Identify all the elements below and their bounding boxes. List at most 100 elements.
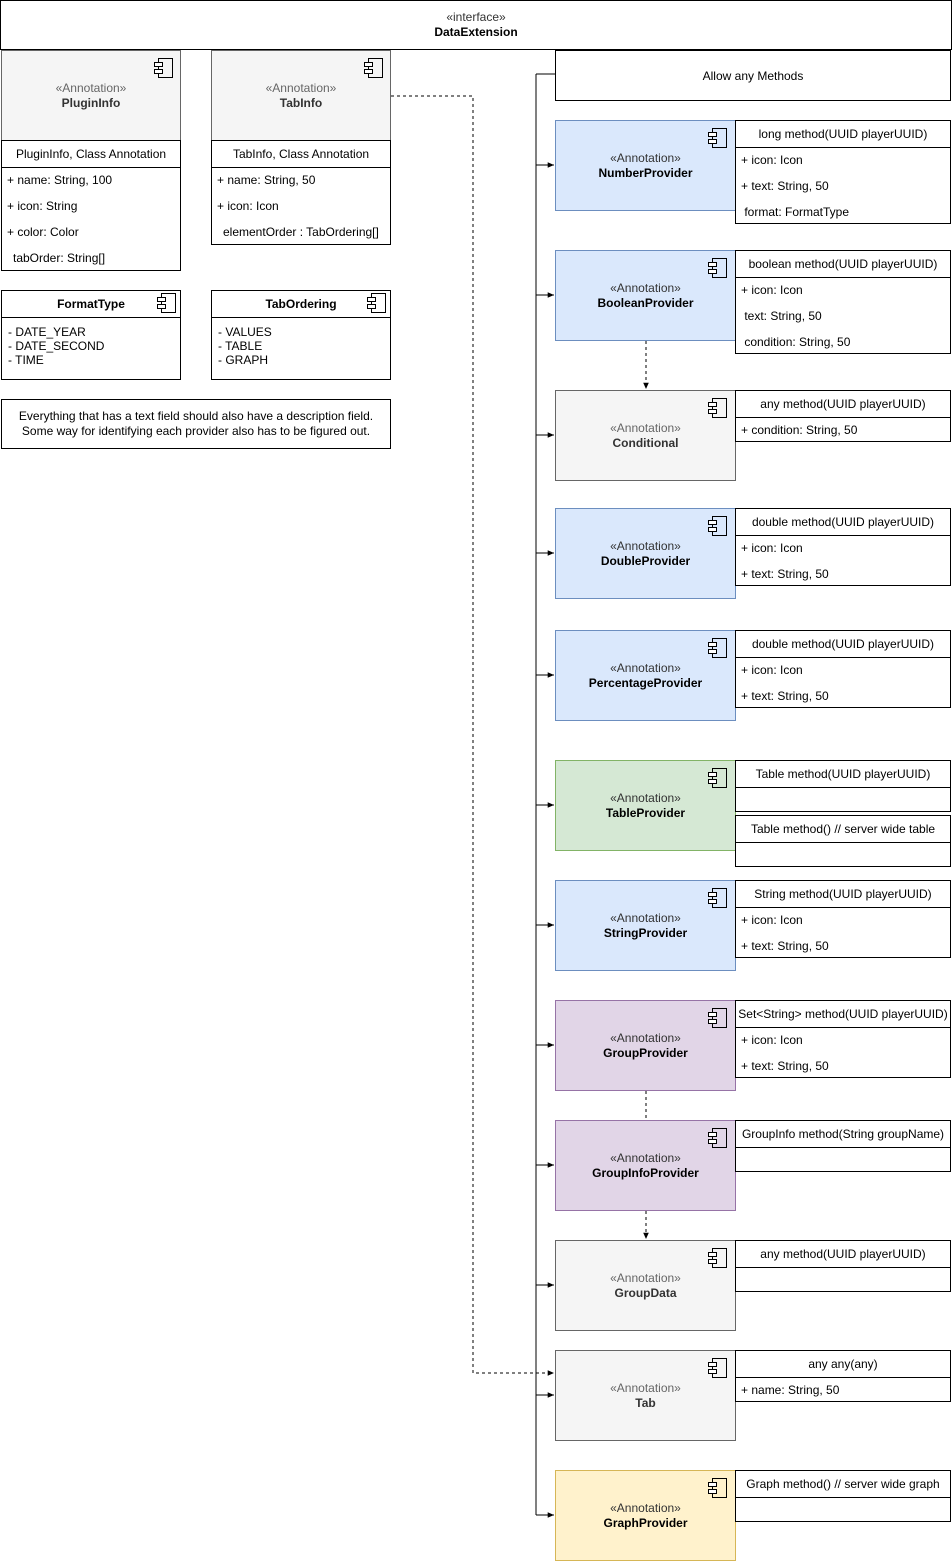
provider-field: + icon: Icon <box>741 153 803 167</box>
graph-provider-component[interactable]: «Annotation»GraphProvider <box>555 1470 736 1561</box>
provider-stereotype: «Annotation» <box>610 1380 681 1395</box>
tabinfo-class[interactable]: TabInfo, Class Annotation + name: String… <box>211 140 391 245</box>
tab-class[interactable]: any any(any) + name: String, 50 <box>735 1350 951 1402</box>
component-icon <box>708 1128 728 1148</box>
tab-component[interactable]: «Annotation»Tab <box>555 1350 736 1441</box>
string-provider-class[interactable]: String method(UUID playerUUID)+ icon: Ic… <box>735 880 951 958</box>
provider-field: format: FormatType <box>741 205 850 219</box>
provider-name: BooleanProvider <box>597 295 694 310</box>
note-box[interactable]: Everything that has a text field should … <box>1 399 391 449</box>
provider-method: boolean method(UUID playerUUID) <box>748 257 938 271</box>
allow-any-methods-box[interactable]: Allow any Methods <box>555 50 951 101</box>
formattype-value: - DATE_SECOND <box>8 339 105 353</box>
provider-method: String method(UUID playerUUID) <box>754 887 932 901</box>
plugininfo-field: + name: String, 100 <box>7 173 113 187</box>
provider-stereotype: «Annotation» <box>610 150 681 165</box>
provider-name: GroupData <box>614 1285 677 1300</box>
tabinfo-field: + name: String, 50 <box>217 173 316 187</box>
group-info-provider-component[interactable]: «Annotation»GroupInfoProvider <box>555 1120 736 1211</box>
provider-method: double method(UUID playerUUID) <box>751 515 935 529</box>
plugininfo-name: PluginInfo <box>61 95 121 110</box>
provider-field: + icon: Icon <box>741 663 803 677</box>
provider-method: Graph method() // server wide graph <box>746 1477 940 1491</box>
provider-field: + name: String, 50 <box>741 1383 840 1397</box>
group-provider-class[interactable]: Set<String> method(UUID playerUUID) + ico… <box>735 1000 951 1078</box>
interface-name: DataExtension <box>434 25 518 39</box>
provider-field: + icon: Icon <box>741 1033 803 1047</box>
interface-stereotype: «interface» <box>446 10 506 24</box>
graph-provider-class[interactable]: Graph method() // server wide graph <box>735 1470 951 1522</box>
provider-method: double method(UUID playerUUID) <box>751 637 935 651</box>
formattype-name: FormatType <box>57 297 125 311</box>
tabordering-name: TabOrdering <box>265 297 337 311</box>
component-icon <box>708 1008 728 1028</box>
provider-field: + condition: String, 50 <box>741 423 858 437</box>
provider-stereotype: «Annotation» <box>610 1150 681 1165</box>
group-provider-component[interactable]: «Annotation»GroupProvider <box>555 1000 736 1091</box>
group-data-class[interactable]: any method(UUID playerUUID) <box>735 1240 951 1292</box>
provider-method: Set<String> method(UUID playerUUID) <box>738 1007 948 1021</box>
boolean-provider-component[interactable]: «Annotation»BooleanProvider <box>555 250 736 341</box>
component-icon <box>708 516 728 536</box>
formattype-value: - DATE_YEAR <box>8 325 86 339</box>
provider-name: Tab <box>635 1395 656 1410</box>
plugininfo-component[interactable]: «Annotation» PluginInfo <box>1 50 181 141</box>
conditional-component[interactable]: «Annotation»Conditional <box>555 390 736 481</box>
provider-field: + text: String, 50 <box>741 689 829 703</box>
tabordering-value: - VALUES <box>218 325 272 339</box>
double-provider-class[interactable]: double method(UUID playerUUID)+ icon: Ic… <box>735 508 951 586</box>
provider-stereotype: «Annotation» <box>610 280 681 295</box>
tabinfo-name: TabInfo <box>279 95 323 110</box>
tabinfo-field: + icon: Icon <box>217 199 279 213</box>
provider-name: GraphProvider <box>603 1515 688 1530</box>
tabordering-enum[interactable]: TabOrdering - VALUES - TABLE - GRAPH <box>211 290 391 380</box>
tabordering-value: - GRAPH <box>218 353 269 367</box>
table-provider-component[interactable]: «Annotation»TableProvider <box>555 760 736 851</box>
tabinfo-component[interactable]: «Annotation» TabInfo <box>211 50 391 141</box>
provider-method: any method(UUID playerUUID) <box>760 1247 926 1261</box>
provider-field: text: String, 50 <box>741 309 822 323</box>
number-provider-class[interactable]: long method(UUID playerUUID) + icon: Icon… <box>735 120 951 224</box>
table-provider-class[interactable]: Table method(UUID playerUUID) <box>735 760 951 812</box>
string-provider-component[interactable]: «Annotation»StringProvider <box>555 880 736 971</box>
provider-field: condition: String, 50 <box>741 335 851 349</box>
provider-stereotype: «Annotation» <box>610 420 681 435</box>
plugininfo-class[interactable]: PluginInfo, Class Annotation + name: Str… <box>1 140 181 271</box>
group-info-provider-class[interactable]: GroupInfo method(String groupName) <box>735 1120 951 1172</box>
provider-method: any any(any) <box>808 1357 878 1371</box>
formattype-enum[interactable]: FormatType - DATE_YEAR - DATE_SECOND - T… <box>1 290 181 380</box>
provider-stereotype: «Annotation» <box>610 660 681 675</box>
tabinfo-field: elementOrder : TabOrdering[] <box>223 225 379 239</box>
tabordering-value: - TABLE <box>218 339 263 353</box>
provider-name: TableProvider <box>605 805 686 820</box>
component-icon <box>364 58 384 78</box>
component-icon <box>708 1478 728 1498</box>
provider-field: + text: String, 50 <box>741 567 829 581</box>
conditional-class[interactable]: any method(UUID playerUUID)+ condition: … <box>735 390 951 442</box>
formattype-value: - TIME <box>8 353 44 367</box>
plugininfo-stereotype: «Annotation» <box>55 80 127 95</box>
component-icon <box>708 1248 728 1268</box>
provider-field: + text: String, 50 <box>741 939 829 953</box>
plugininfo-field: + icon: String <box>7 199 78 213</box>
percentage-provider-class[interactable]: double method(UUID playerUUID) + icon: Ic… <box>735 630 951 708</box>
provider-stereotype: «Annotation» <box>610 790 681 805</box>
provider-method: Table method() // server wide table <box>750 822 936 836</box>
group-data-component[interactable]: «Annotation»GroupData <box>555 1240 736 1331</box>
component-icon <box>154 58 174 78</box>
number-provider-component[interactable]: «Annotation»NumberProvider <box>555 120 736 211</box>
provider-stereotype: «Annotation» <box>610 1270 681 1285</box>
percentage-provider-component[interactable]: «Annotation»PercentageProvider <box>555 630 736 721</box>
component-icon <box>367 293 387 313</box>
provider-name: PercentageProvider <box>588 675 703 690</box>
plugininfo-field: tabOrder: String[] <box>13 251 106 265</box>
table-provider-class-server[interactable]: Table method() // server wide table <box>735 815 951 867</box>
provider-field: + text: String, 50 <box>741 1059 829 1073</box>
double-provider-component[interactable]: «Annotation»DoubleProvider <box>555 508 736 599</box>
provider-method: long method(UUID playerUUID) <box>758 127 928 141</box>
tabinfo-method: TabInfo, Class Annotation <box>232 147 370 161</box>
interface-dataextension[interactable]: «interface» DataExtension <box>0 0 952 50</box>
component-icon <box>157 293 177 313</box>
boolean-provider-class[interactable]: boolean method(UUID playerUUID)+ icon: I… <box>735 250 951 354</box>
